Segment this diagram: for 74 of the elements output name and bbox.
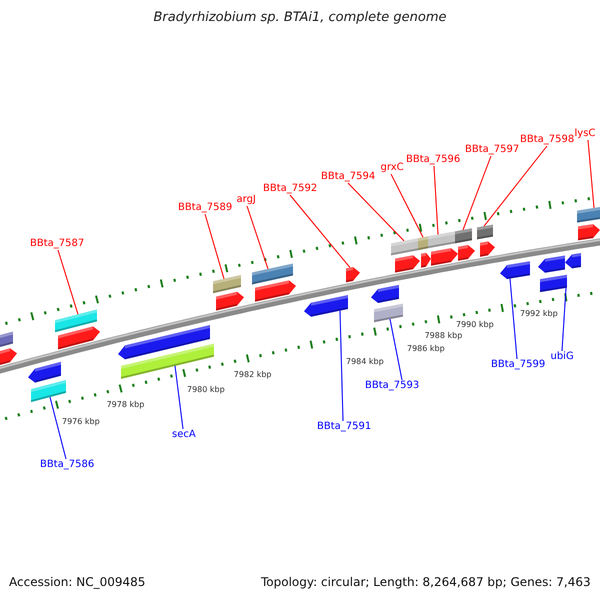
gene-block: [500, 261, 530, 280]
scale-label: 7986 kbp: [407, 344, 445, 354]
gene-block: [216, 292, 244, 311]
genome-stats-text: Topology: circular; Length: 8,264,687 bp; Genes: 7,463: [261, 575, 591, 589]
scale-label: 7978 kbp: [106, 400, 144, 410]
scale-label: 7980 kbp: [187, 385, 225, 396]
feature-bar: [55, 309, 97, 332]
gene-block: [346, 267, 360, 282]
scale-label: 7982 kbp: [234, 370, 272, 380]
gene-label: BBta_7589: [178, 202, 232, 214]
gene-label: lysC: [574, 128, 596, 140]
feature-bar: [31, 380, 66, 402]
feature-bar: [477, 224, 493, 240]
scale-label: 7992 kbp: [520, 309, 558, 320]
leader-line: [390, 174, 424, 238]
gene-label: argJ: [236, 194, 256, 206]
gene-block: [58, 326, 100, 350]
feature-bar: [121, 344, 214, 379]
gene-block: [480, 241, 495, 257]
feature-bar: [540, 274, 567, 292]
feature-bar: [391, 238, 418, 256]
feature-bar: [418, 236, 428, 250]
gene-block: [0, 348, 17, 365]
leader-line: [434, 166, 438, 235]
gene-block: [565, 253, 581, 268]
gene-label: BBta_7587: [30, 238, 84, 250]
gene-label: BBta_7591: [317, 421, 372, 433]
feature-bar: [374, 304, 403, 322]
leader-line: [588, 140, 594, 208]
leader-line: [340, 310, 344, 422]
gene-label: ubiG: [550, 351, 574, 363]
gene-label: grxC: [380, 162, 404, 174]
gene-label: BBta_7599: [491, 359, 546, 371]
gene-block: [421, 252, 431, 268]
gene-label: BBta_7592: [263, 183, 318, 195]
scale-label: 7990 kbp: [456, 320, 494, 330]
leader-line: [348, 182, 404, 242]
gene-label: secA: [172, 429, 196, 441]
leader-line: [562, 287, 566, 352]
gene-label: BBta_7594: [321, 171, 376, 183]
gene-label: BBta_7598: [520, 134, 574, 146]
leader-line: [204, 214, 224, 280]
accession-text: Accession: NC_009485: [9, 575, 146, 589]
gene-label: BBta_7597: [465, 144, 520, 156]
leader-line: [484, 146, 548, 227]
leader-line: [58, 250, 78, 315]
gene-block: [578, 224, 600, 240]
feature-bar: [252, 264, 293, 284]
gene-block: [28, 362, 61, 383]
genome-title: Bradyrhizobium sp. BTAi1, complete genome: [152, 10, 448, 26]
scale-label: 7976 kbp: [62, 416, 100, 427]
gene-label: BBta_7596: [406, 154, 460, 166]
gene-block: [371, 284, 399, 303]
gene-block: [458, 245, 475, 261]
leader-line: [510, 278, 518, 360]
gene-label: BBta_7586: [40, 459, 94, 471]
leader-line: [50, 396, 66, 460]
scale-label: 7988 kbp: [424, 331, 462, 342]
leader-line: [246, 206, 268, 270]
gene-block: [255, 280, 296, 302]
feature-bar: [455, 228, 472, 244]
gene-block: [538, 256, 565, 273]
leader-line: [462, 156, 492, 230]
scale-label: 7984 kbp: [346, 356, 384, 367]
gene-block: [304, 295, 348, 317]
leader-line: [390, 318, 402, 380]
leader-line: [174, 365, 184, 430]
feature-bar: [577, 207, 600, 223]
gene-label: BBta_7593: [365, 380, 420, 392]
gene-block: [118, 325, 210, 360]
feature-bar: [428, 231, 455, 248]
feature-bar: [213, 274, 241, 294]
leader-line: [290, 194, 350, 268]
feature-bar: [0, 332, 13, 347]
